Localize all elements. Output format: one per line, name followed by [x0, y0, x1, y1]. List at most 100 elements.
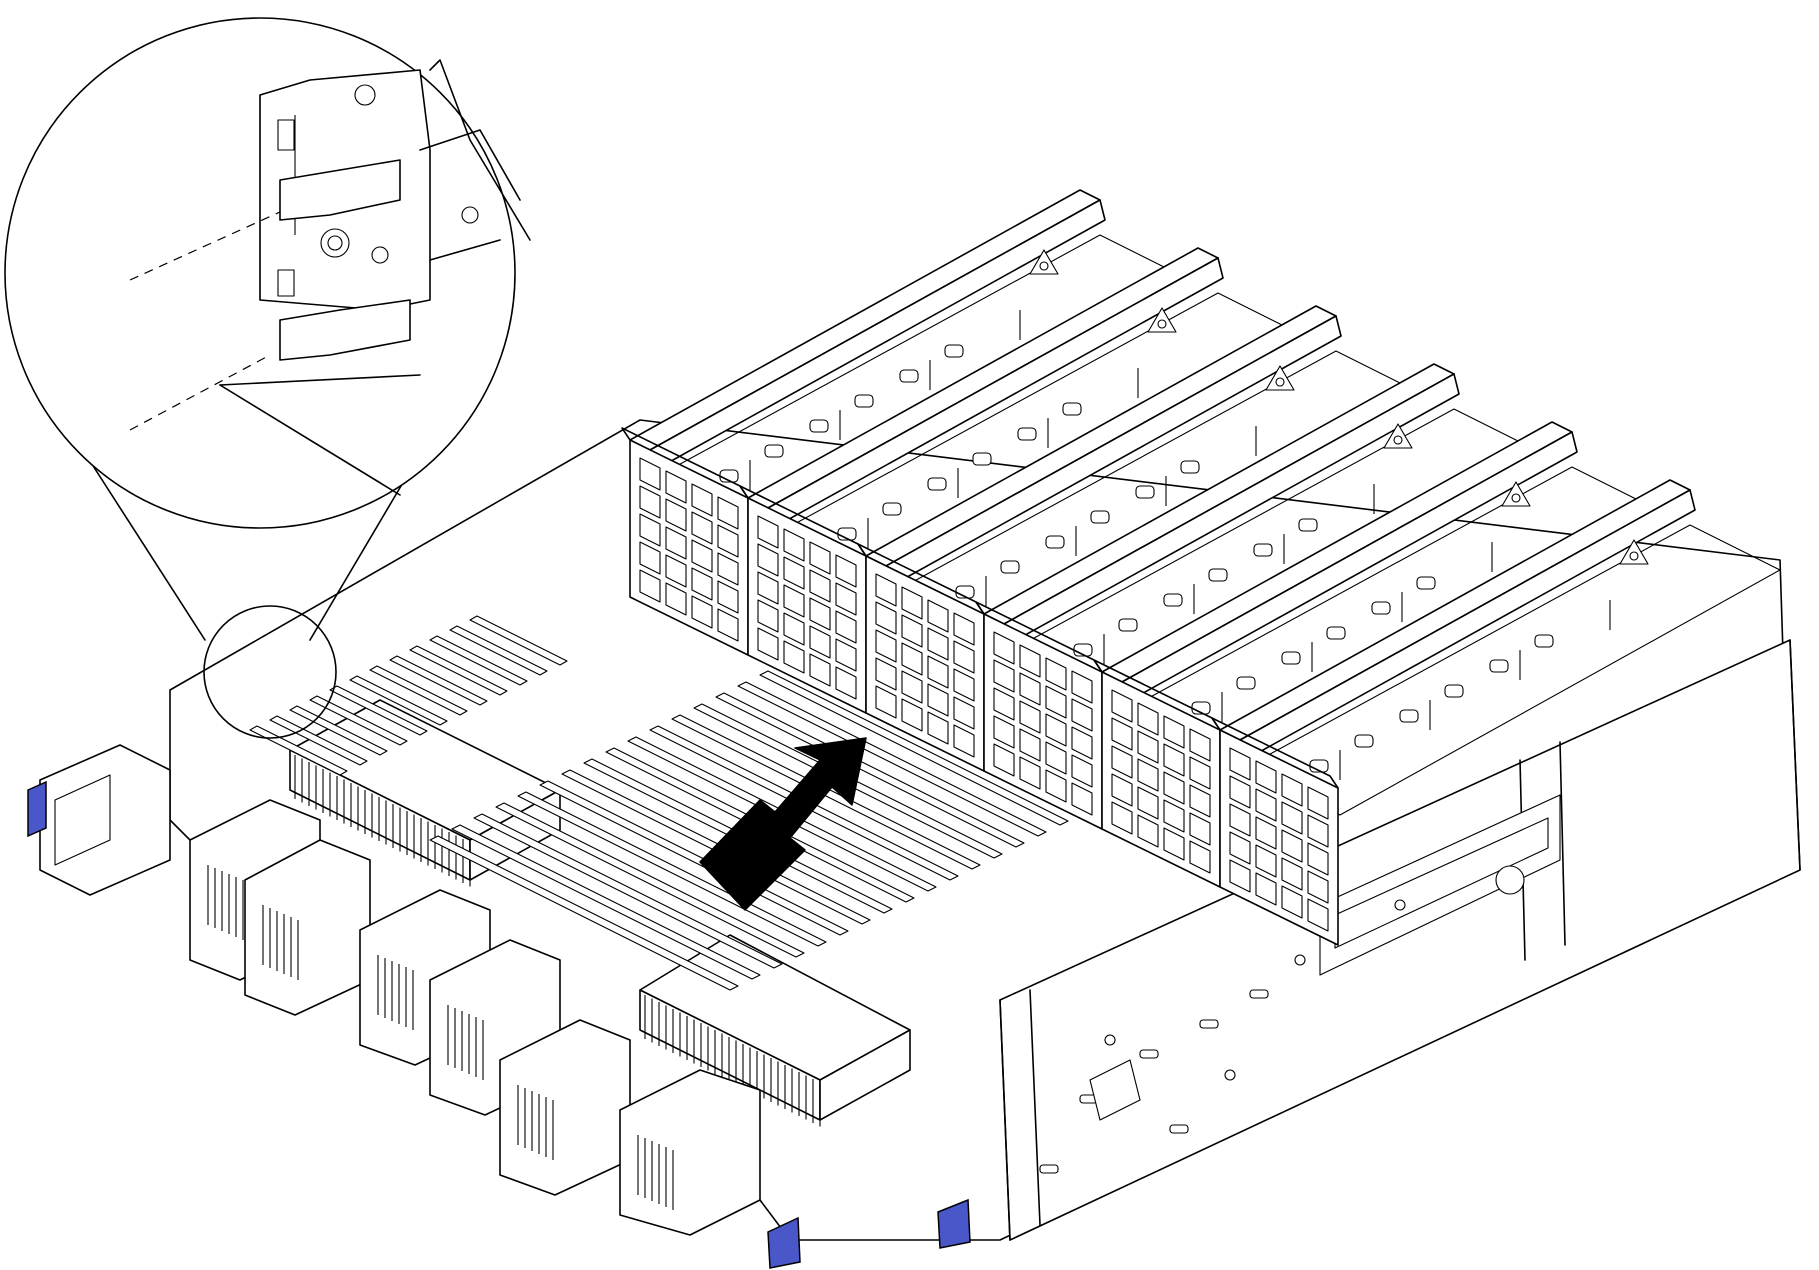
dimm-module [269, 715, 368, 766]
vent-slot [1444, 684, 1464, 698]
grille-cell [665, 498, 687, 532]
grille-cell [1137, 814, 1159, 848]
grille-cell [757, 543, 779, 577]
grille-cell [1019, 700, 1041, 734]
grille-cell [691, 595, 713, 629]
grille-cell [1071, 754, 1093, 788]
grille-cell [1045, 685, 1067, 719]
grille-cell [665, 470, 687, 504]
vent-slot [1000, 560, 1020, 574]
grille-cell [835, 638, 857, 672]
grille-cell [875, 573, 897, 607]
grille-cell [993, 631, 1015, 665]
grille-cell [1163, 799, 1185, 833]
grille-cell [1229, 803, 1251, 837]
grille-cell [1307, 870, 1329, 904]
grille-cell [1281, 801, 1303, 835]
grille-cell [639, 457, 661, 491]
vent-slot [1489, 659, 1509, 673]
grille-cell [639, 541, 661, 575]
grille-cell [1071, 670, 1093, 704]
dimm-module [469, 615, 568, 666]
grille-cell [1019, 672, 1041, 706]
grille-cell [1019, 644, 1041, 678]
grille-cell [691, 511, 713, 545]
side-wall-holes [1039, 865, 1525, 1174]
grille-cell [691, 567, 713, 601]
grille-cell [691, 483, 713, 517]
grille-cell [1229, 775, 1251, 809]
install-direction-arrow-icon [699, 737, 867, 911]
grille-cell [717, 580, 739, 614]
dimm-module [389, 655, 488, 706]
grille-cell [1045, 657, 1067, 691]
vent-slot [1298, 518, 1318, 532]
grille-cell [809, 597, 831, 631]
grille-cell [1137, 730, 1159, 764]
dimm-module [473, 813, 783, 969]
grille-cell [901, 642, 923, 676]
grille-cell [1189, 840, 1211, 874]
grille-cell [757, 627, 779, 661]
vent-slot [899, 369, 919, 383]
grille-cell [927, 711, 949, 745]
grille-cell [783, 528, 805, 562]
fan-module [983, 363, 1545, 700]
grille-cell [691, 539, 713, 573]
fan-grille-panels [621, 427, 1339, 946]
grille-cell [809, 569, 831, 603]
grille-cell [1111, 773, 1133, 807]
grille-cell [875, 629, 897, 663]
vent-slot [972, 452, 992, 466]
grille-cell [1281, 857, 1303, 891]
grille-cell [1163, 715, 1185, 749]
grille-cell [1111, 689, 1133, 723]
dimm-module [409, 645, 508, 696]
vent-slot [1118, 618, 1138, 632]
dimm-module [369, 665, 468, 716]
magnifier-callout-icon [4, 17, 531, 739]
dimm-module [715, 692, 1025, 848]
vent-slot [809, 419, 829, 433]
grille-cell [927, 627, 949, 661]
grille-cell [953, 696, 975, 730]
grille-cell [1255, 844, 1277, 878]
grille-cell [783, 556, 805, 590]
grille-cell [1045, 713, 1067, 747]
blue-release-latch-icon [27, 780, 971, 1269]
vent-slot [927, 477, 947, 491]
grille-cell [1111, 745, 1133, 779]
vent-slot [1163, 593, 1183, 607]
vent-slot [1326, 626, 1346, 640]
vent-slot [1180, 460, 1200, 474]
grille-cell [927, 683, 949, 717]
grille-cell [757, 515, 779, 549]
grille-cell [1255, 788, 1277, 822]
grille-cell [1189, 756, 1211, 790]
grille-cell [993, 687, 1015, 721]
grille-cell [875, 657, 897, 691]
grille-cell [783, 640, 805, 674]
fan-cages [629, 189, 1781, 816]
vent-slot [854, 394, 874, 408]
grille-cell [1189, 784, 1211, 818]
grille-cell [953, 640, 975, 674]
grille-cell [1307, 898, 1329, 932]
grille-cell [783, 612, 805, 646]
grille-cell [1189, 812, 1211, 846]
vent-slot [1534, 634, 1554, 648]
dimm-module [309, 695, 408, 746]
dimm-module [449, 625, 548, 676]
grille-cell [835, 582, 857, 616]
vent-slot [1236, 676, 1256, 690]
grille-cell [875, 685, 897, 719]
grille-cell [927, 599, 949, 633]
grille-cell [1163, 771, 1185, 805]
grille-cell [901, 698, 923, 732]
grille-cell [835, 666, 857, 700]
grille-cell [1229, 747, 1251, 781]
dimm-module [495, 802, 805, 958]
grille-cell [665, 582, 687, 616]
grille-cell [809, 541, 831, 575]
